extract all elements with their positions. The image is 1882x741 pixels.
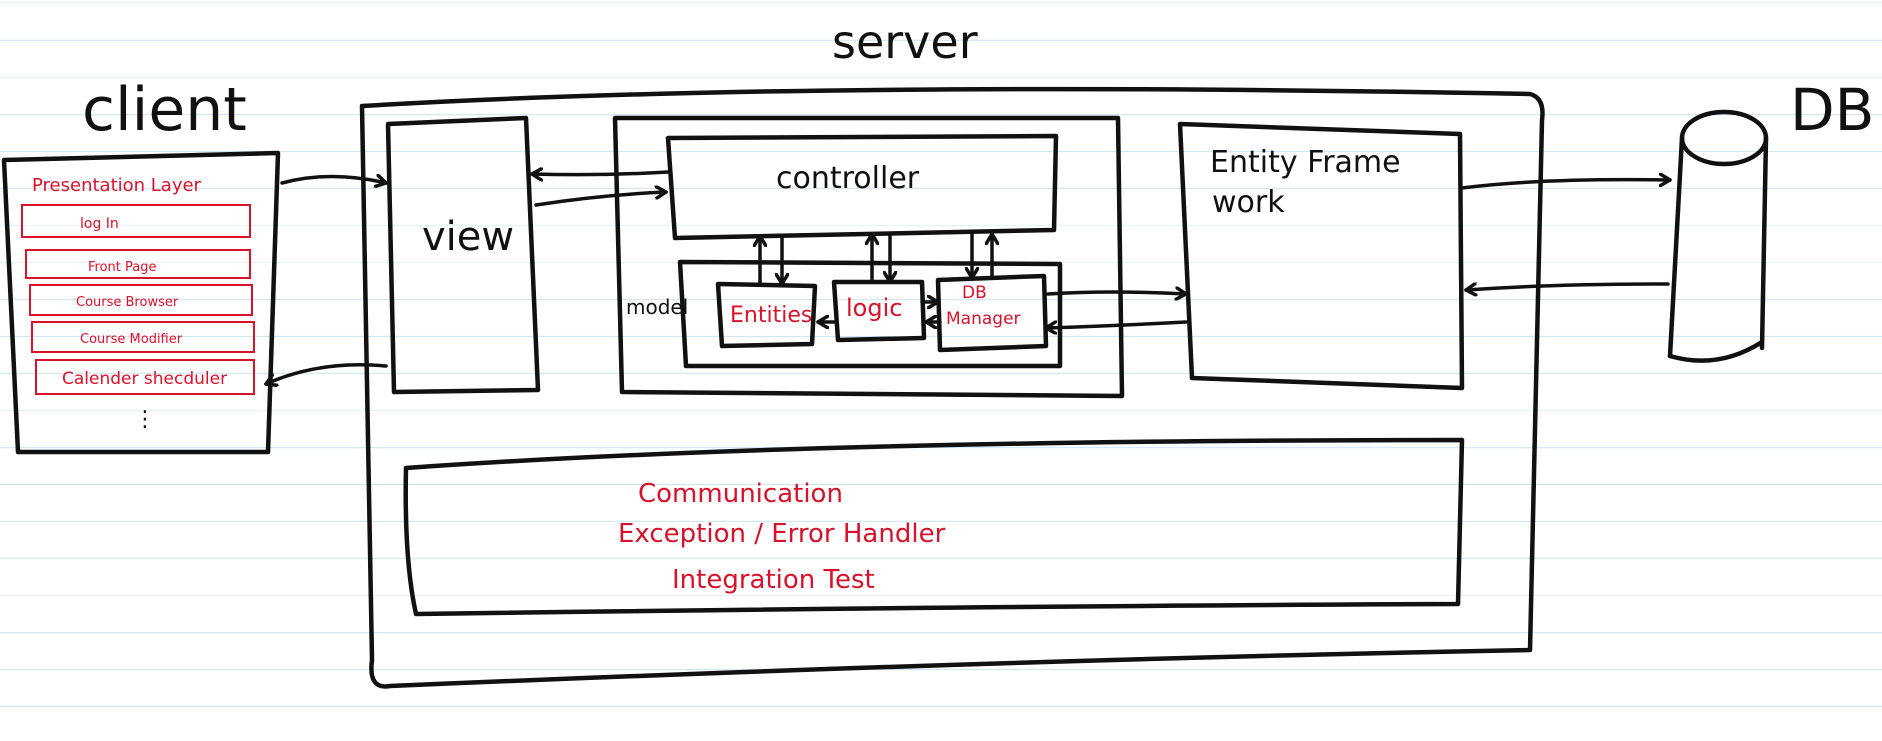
entityframework-to-dbmanager-arrow [1044,320,1188,328]
entityframework-to-db-arrow [1460,180,1672,190]
dbmanager-to-entityframework-arrow [1046,292,1188,294]
view-to-controller-arrow [534,192,668,207]
db-manager-label-line1: DB [962,283,987,303]
entity-framework-label-line2: work [1212,185,1285,220]
controller-box [665,133,1059,241]
presentation-layer-heading: Presentation Layer [32,175,202,196]
view-box [385,115,541,395]
entity-framework-label-line1: Entity Frame [1210,145,1401,180]
db-manager-label-line2: Manager [946,309,1021,329]
client-item-box-course-modifier [31,321,255,353]
server-box [359,86,1545,689]
client-more-indicator: ⋮ [134,407,156,432]
cross-cutting-communication: Communication [638,479,843,509]
db-to-entityframework-arrow [1464,284,1670,290]
client-item-login: log In [80,216,119,232]
client-box [1,150,281,455]
server-title: server [832,15,978,69]
controller-to-view-arrow [530,172,670,175]
cross-cutting-box [403,437,1465,617]
cross-cutting-integration-test: Integration Test [672,565,875,595]
client-title: client [82,75,247,145]
client-item-front-page: Front Page [88,260,157,275]
model-inner-box [677,259,1063,369]
cross-cutting-exception-handler: Exception / Error Handler [618,519,946,549]
db-manager-box [935,273,1049,353]
client-item-box-calendar [35,359,255,395]
client-item-box-login [21,204,251,238]
client-to-view-arrow [280,177,388,184]
logic-label: logic [846,294,902,322]
client-item-box-front-page [25,249,251,279]
model-label: model [626,295,688,319]
client-item-calendar-scheduler: Calender shecduler [62,369,227,389]
entities-label: Entities [730,303,812,328]
view-to-client-arrow [264,363,388,384]
client-item-course-browser: Course Browser [76,295,179,310]
controller-label: controller [776,161,920,196]
model-container [612,115,1125,399]
client-item-box-course-browser [29,284,253,316]
entity-framework-box [1177,121,1465,391]
view-label: view [422,214,514,260]
client-item-course-modifier: Course Modifier [80,332,183,347]
database-cylinder [1667,109,1769,363]
db-title: DB [1790,76,1874,144]
